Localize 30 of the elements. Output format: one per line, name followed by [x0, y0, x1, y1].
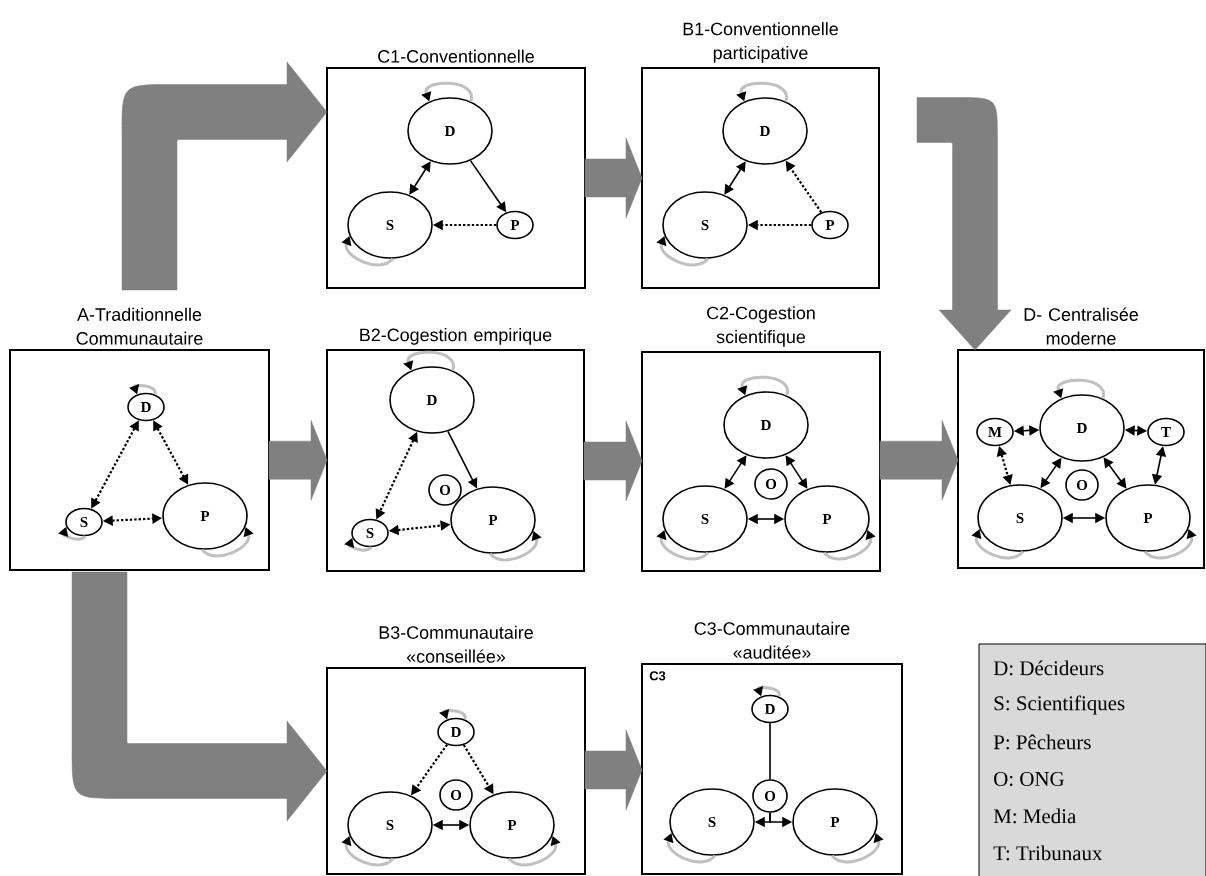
- legend-entry: D: Décideurs: [993, 660, 1104, 676]
- panel-title: A-Traditionnelle Communautaire: [76, 307, 203, 345]
- panel-title: B1-Conventionnelle participative: [683, 22, 838, 63]
- block-arrow: [879, 419, 959, 501]
- arrow: [724, 455, 747, 489]
- block-arrow: [584, 729, 643, 811]
- arrow: [1103, 457, 1127, 489]
- panel-title: C3-Communautaire «auditée»: [694, 621, 850, 659]
- arrow: [785, 455, 808, 489]
- arrow: [724, 161, 746, 195]
- loop-arrow: [656, 236, 709, 267]
- legend-entry: O: ONG: [994, 771, 1064, 787]
- panel-title: B3-Communautaire «conseillée»: [379, 625, 533, 663]
- panel-title: C1-Conventionnelle: [378, 49, 534, 63]
- loop-arrow: [341, 236, 394, 267]
- panel-title: B2-Cogestion empirique: [360, 328, 552, 345]
- legend-entry: T: Tribunaux: [993, 845, 1103, 861]
- legend-entry: M: Media: [993, 808, 1076, 824]
- legend-entry: S: Scientifiques: [994, 695, 1125, 715]
- panel-title: D- Centralisée moderne: [1024, 307, 1138, 345]
- arrow: [409, 161, 431, 195]
- panel-code: C3: [649, 671, 666, 681]
- legend-entry: P: Pêcheurs: [993, 734, 1091, 750]
- block-arrow: [916, 97, 1012, 351]
- block-arrow: [71, 571, 328, 822]
- block-arrow: [121, 61, 328, 291]
- block-arrow: [268, 419, 328, 501]
- panel-title: C2-Cogestion scientifique: [707, 306, 815, 347]
- block-arrow: [584, 137, 643, 219]
- block-arrow: [583, 420, 643, 502]
